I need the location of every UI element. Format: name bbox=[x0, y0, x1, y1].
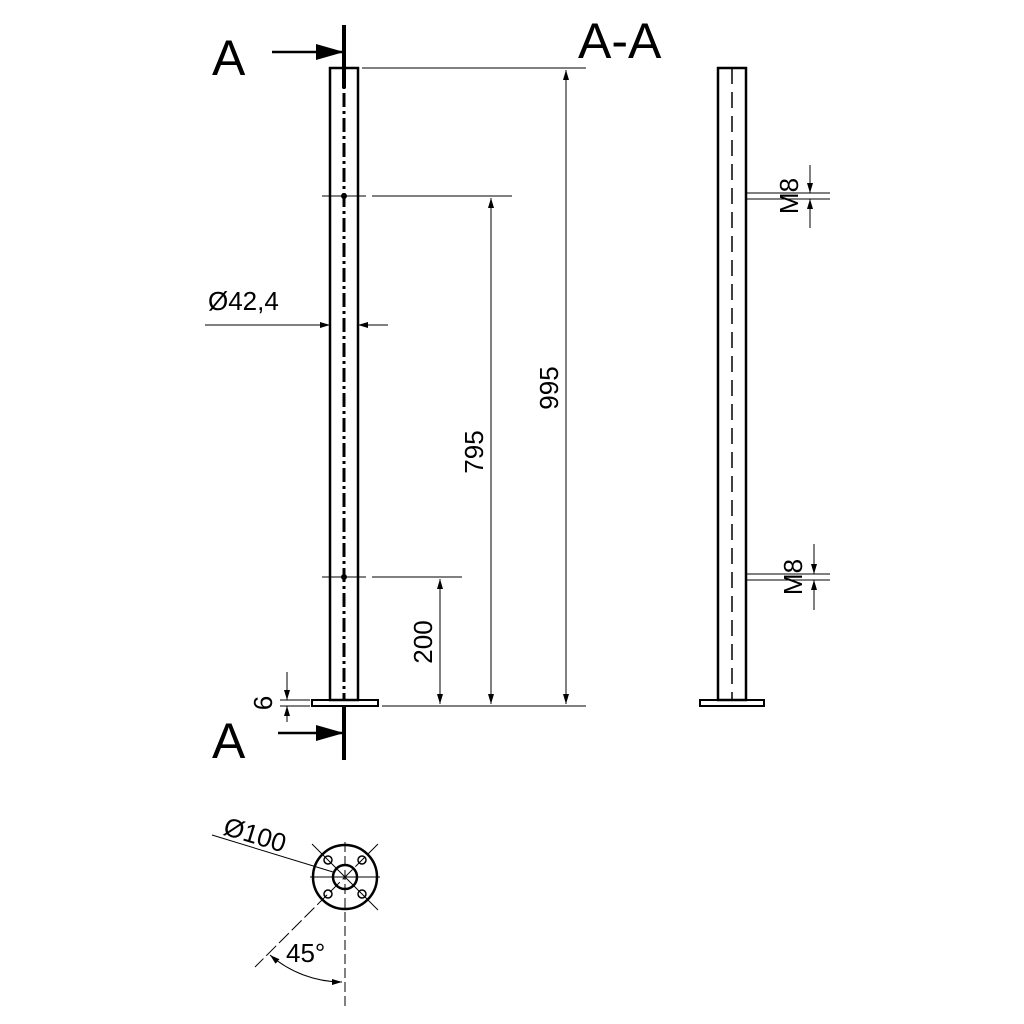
bolt-hole bbox=[323, 855, 333, 865]
bottom-view: Ø100 45° bbox=[211, 811, 380, 1010]
dim-thread-lower: M8 bbox=[778, 559, 808, 595]
dim-tube-diameter: Ø42,4 bbox=[208, 286, 279, 316]
thread-lower: M8 bbox=[746, 544, 830, 610]
dim-795: 795 bbox=[459, 430, 489, 473]
flange-diameter-leader bbox=[211, 834, 334, 873]
angle-arc bbox=[269, 954, 343, 985]
section-label-bottom: A bbox=[212, 713, 246, 769]
dim-thread-upper: M8 bbox=[774, 178, 804, 214]
section-label-top: A bbox=[212, 30, 246, 86]
front-view: A A 995 795 200 Ø42,4 6 bbox=[205, 25, 586, 769]
dim-200: 200 bbox=[408, 620, 438, 663]
section-view-title: A-A bbox=[578, 13, 662, 69]
bolt-hole bbox=[357, 855, 367, 865]
dim-995: 995 bbox=[534, 366, 564, 409]
dim-flange-thickness: 6 bbox=[248, 696, 278, 710]
dim-flange-diameter: Ø100 bbox=[220, 811, 290, 858]
thread-upper: M8 bbox=[746, 165, 830, 228]
hole-lower bbox=[341, 574, 347, 580]
hole-upper bbox=[341, 193, 347, 199]
dim-hole-angle: 45° bbox=[286, 938, 325, 968]
bolt-hole bbox=[323, 889, 333, 899]
section-base-flange bbox=[699, 699, 765, 707]
section-view: A-A M8 M8 bbox=[578, 13, 830, 707]
bolt-hole bbox=[357, 889, 367, 899]
base-flange bbox=[311, 699, 379, 707]
